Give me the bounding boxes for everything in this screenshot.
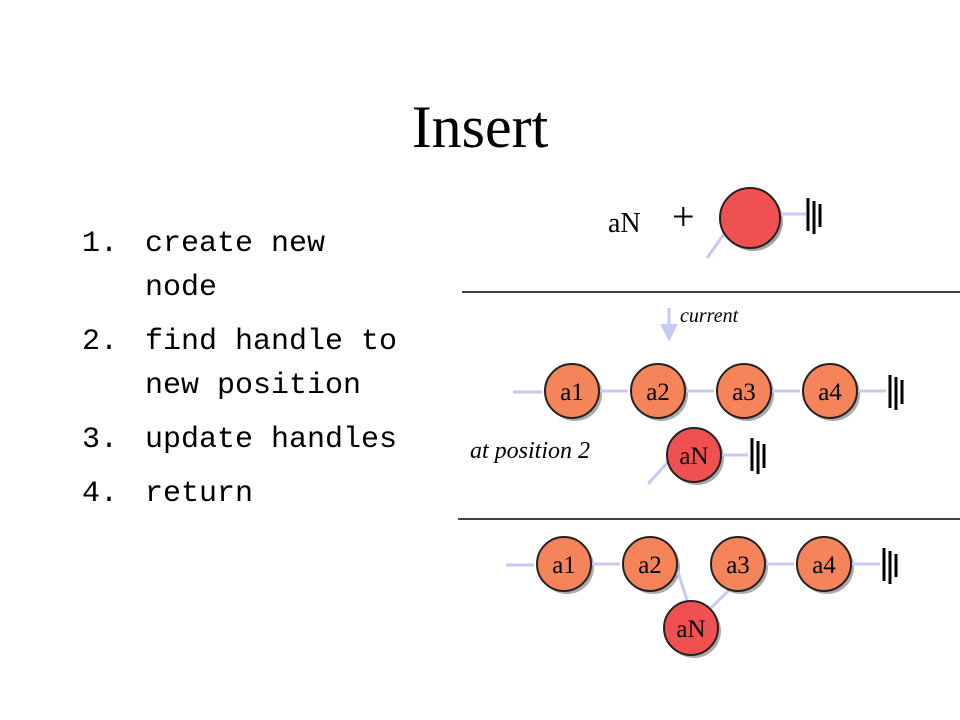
step-item: 3. update handles [82,418,412,462]
pending-node-aN: aN [666,427,724,485]
node-label: a2 [638,552,662,579]
list-node-a3: a3 [710,536,768,594]
null-terminator-icon [750,438,766,474]
node-label: a3 [732,379,756,406]
node-label: a3 [726,552,750,579]
step-text: create new node [145,227,326,305]
plus-sign: + [672,194,695,239]
null-terminator-icon [882,548,898,584]
list-node-a1: a1 [536,536,594,594]
node-label: a4 [812,552,836,579]
list-node-a1: a1 [544,363,602,421]
step-item: 2. find handle to new position [82,320,412,408]
node-label: aN [676,616,705,643]
step-text: return [145,477,254,511]
current-label: current [680,305,739,327]
step-number: 2. [82,325,119,359]
position-label: at position 2 [470,438,590,464]
step-number: 4. [82,477,119,511]
link-arrow [676,571,690,604]
list-node-a4: a4 [796,536,854,594]
null-terminator-icon [888,375,904,410]
new-node-arrow [705,229,729,259]
node-label: a2 [646,379,670,406]
node-label: a1 [552,552,576,579]
list-node-a4: a4 [802,363,860,421]
list-node-a2: a2 [630,363,688,421]
step-number: 1. [82,227,119,261]
inserted-node-aN: aN [663,600,721,658]
node-label: aN [679,443,708,470]
step-text: update handles [145,423,398,457]
step-text: find handle to new position [145,325,398,403]
node-label: a4 [818,379,842,406]
step-item: 4. return [82,472,412,516]
list-node-a2: a2 [622,536,680,594]
null-terminator-icon [806,198,822,234]
steps-list: 1. create new node 2. find handle to new… [82,222,412,526]
node-label: a1 [560,379,584,406]
slide-title: Insert [411,94,549,160]
list-node-a3: a3 [716,363,774,421]
step-item: 1. create new node [82,222,412,310]
new-node-label: aN [608,208,641,239]
new-node-arrow [646,460,670,486]
step-number: 3. [82,423,119,457]
new-node [719,187,783,251]
